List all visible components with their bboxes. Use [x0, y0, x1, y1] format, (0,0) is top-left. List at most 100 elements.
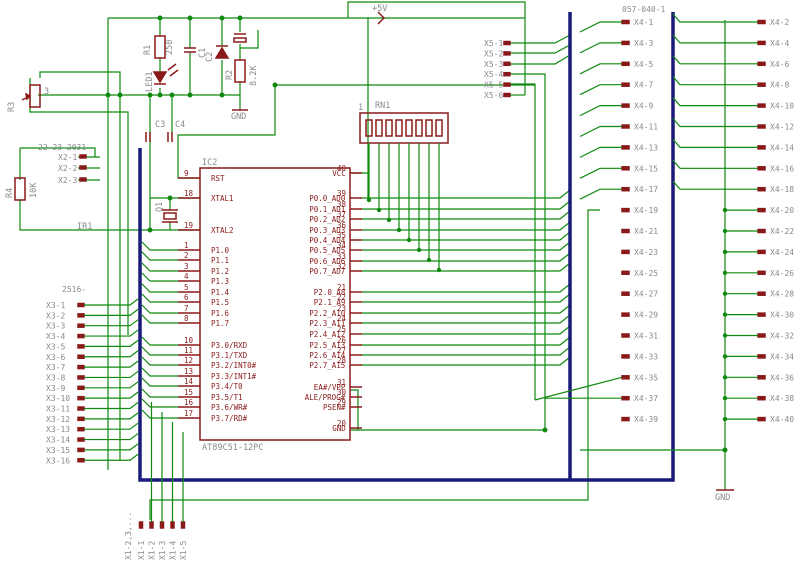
wire: [579, 21, 622, 33]
rn1-element: [385, 119, 393, 137]
x4-pin-label: X4-33: [634, 352, 658, 361]
ic2-pin-number: 40: [337, 164, 347, 173]
wire: [84, 350, 139, 358]
rn1-element: [435, 119, 443, 137]
x4-pin-label: X4-9: [634, 102, 653, 111]
x3-pin-label: X3-10: [46, 394, 70, 403]
x3-pin-label: X3-6: [46, 353, 65, 362]
x4-pin-label: X4-14: [770, 143, 794, 152]
potentiometer-r3: R3 3: [7, 84, 49, 112]
ic2-pin-name: GND: [332, 424, 346, 433]
capacitor-c1: C1: [184, 47, 208, 58]
svg-text:R2: R2: [225, 70, 235, 80]
ic2-pin-number: 25: [337, 325, 346, 334]
wire: [141, 314, 178, 324]
x4-pin: [621, 416, 630, 422]
x4-pin-label: X4-4: [770, 39, 789, 48]
x3-pin: [77, 354, 85, 359]
svg-text:22-23-2031: 22-23-2031: [38, 143, 86, 152]
wire: [84, 329, 139, 337]
ic2-pin-number: 34: [337, 241, 347, 250]
wire: [362, 231, 571, 241]
ic2-pin-number: 30: [337, 388, 347, 397]
wire: [84, 308, 139, 316]
ic2-pin-name: P2.6_A14: [309, 351, 346, 360]
x4-pin: [757, 375, 766, 380]
x3-pin-label: X3-1: [46, 301, 65, 310]
wire: [141, 262, 178, 272]
junctions: [105, 15, 728, 453]
x4-pin: [757, 40, 766, 46]
ic2-pin-name: P1.5: [211, 298, 229, 307]
gnd-symbol-right: GND: [715, 20, 734, 503]
wire: [362, 200, 571, 210]
x4-pin: [757, 395, 766, 401]
x4-pin: [757, 270, 766, 276]
header-x3: 2516- X3-1X3-2X3-3X3-4X3-5X3-6X3-7X3-8X3…: [46, 285, 139, 465]
x5-pin-label: X5-6: [484, 91, 503, 100]
x4-pin: [621, 312, 630, 317]
x4-pin-label: X4-32: [770, 332, 794, 341]
svg-text:GND: GND: [715, 493, 730, 503]
wire: [141, 398, 178, 408]
x1-pin-label: X1-1: [137, 541, 146, 560]
resistor-r4: R4 10K: [5, 177, 39, 201]
capacitor-c3: C3: [145, 120, 165, 142]
ic2-pin-number: 24: [337, 314, 347, 323]
ic2-pin-name: P0.1_AD1: [309, 205, 345, 214]
ic2-pin-name: P3.6/WR#: [211, 403, 248, 412]
svg-text:+5V: +5V: [372, 4, 387, 14]
ic2-pin-name: P0.4_AD4: [309, 236, 346, 245]
svg-text:GND: GND: [231, 112, 246, 122]
wire: [672, 76, 758, 86]
x4-pin: [757, 82, 766, 87]
x4-pin: [621, 291, 630, 296]
x4-pin-label: X4-2: [770, 18, 789, 27]
ic2-pin-number: 12: [184, 356, 193, 365]
x4-pin: [621, 207, 630, 213]
x3-pin: [77, 447, 85, 453]
x5-pin-label: X5-1: [484, 39, 503, 48]
wire: [362, 304, 571, 314]
wire: [362, 293, 571, 303]
x4-pin: [621, 145, 630, 150]
wire: [579, 104, 622, 117]
ic2-pin-number: 36: [337, 221, 347, 230]
ic2-pin-number: 20: [337, 419, 347, 428]
ic2-pin-name: P2.2_A10: [309, 309, 346, 318]
x4-pin-label: X4-13: [634, 143, 658, 152]
wire: [141, 241, 178, 251]
wire: [84, 360, 139, 368]
ic2-pin-name: P1.7: [211, 319, 229, 328]
x5-pin: [503, 92, 511, 98]
x4-pin: [621, 186, 630, 192]
capacitor-c2: C2: [205, 45, 230, 62]
x4-pin-label: X4-22: [770, 227, 794, 236]
x4-pin: [621, 82, 630, 87]
wire: [141, 304, 178, 314]
ic2-pin-name: RST: [211, 174, 225, 183]
buses: [138, 12, 675, 482]
x5-pin: [503, 82, 511, 87]
ic2-pin-name: P1.4: [211, 288, 230, 297]
x3-pin-label: X3-14: [46, 436, 70, 445]
wire: [362, 346, 571, 356]
x5-pin-label: X5-3: [484, 60, 503, 69]
ic2-pin-number: 9: [184, 169, 189, 178]
wire: [534, 376, 623, 401]
x4-pin-label: X4-24: [770, 248, 794, 257]
x4-pin-label: X4-10: [770, 102, 794, 111]
x4-pin-label: X4-15: [634, 164, 658, 173]
ic2-pin-number: 27: [337, 346, 346, 355]
wire: [84, 381, 139, 389]
x3-pin: [77, 395, 85, 401]
x4-pin: [621, 19, 630, 25]
x4-pin-label: X4-30: [770, 311, 794, 320]
ic2-pin-number: 6: [184, 293, 189, 302]
x3-pin: [77, 458, 85, 463]
x4-pin: [621, 166, 630, 171]
ic2-pin-name: P1.3: [211, 277, 229, 286]
ic2-pin-number: 5: [184, 283, 189, 292]
x5-pin: [503, 51, 511, 56]
